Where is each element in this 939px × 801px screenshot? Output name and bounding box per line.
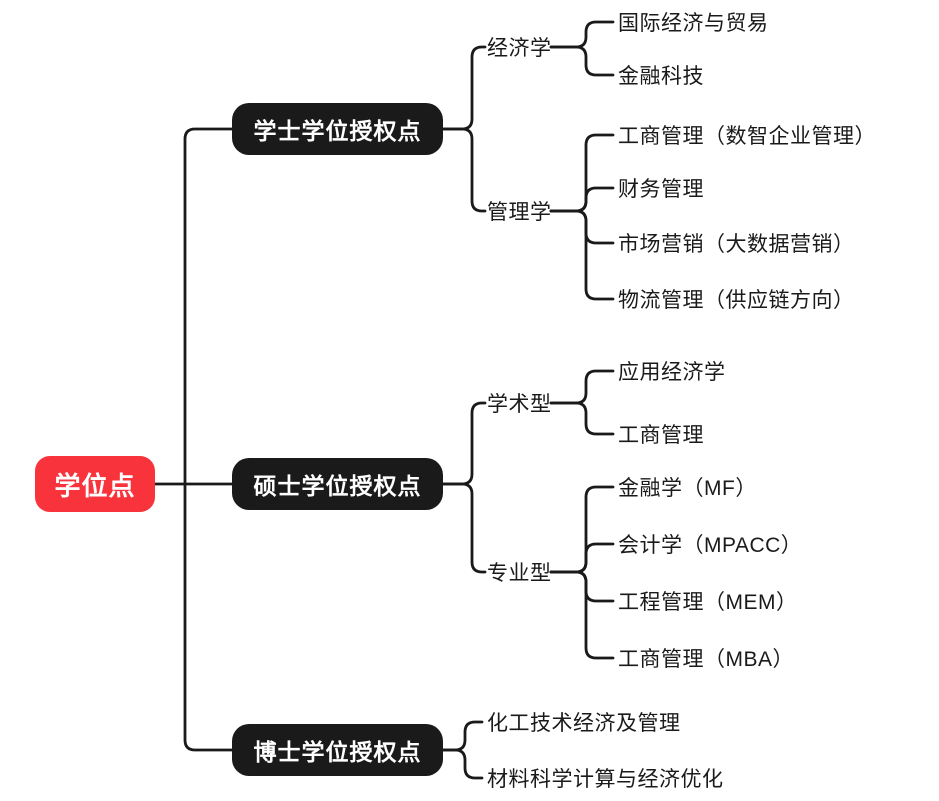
connector <box>441 482 487 574</box>
connector <box>549 570 615 603</box>
branch-node-bachelor: 学士学位授权点 <box>232 103 443 155</box>
leaf-node: 应用经济学 <box>618 361 726 384</box>
connector <box>441 401 487 486</box>
connector <box>549 369 615 405</box>
connector <box>441 720 484 752</box>
leaf-node: 工商管理（MBA） <box>618 648 795 671</box>
connector <box>183 482 234 752</box>
leaf-node: 财务管理 <box>618 178 704 201</box>
connector <box>549 209 615 245</box>
connector <box>549 186 615 213</box>
connector <box>549 45 615 77</box>
group-node-management: 管理学 <box>487 201 552 224</box>
connector <box>441 45 487 131</box>
leaf-node: 工商管理 <box>618 424 704 447</box>
root-node: 学位点 <box>35 456 155 512</box>
connector <box>549 133 615 213</box>
leaf-node: 市场营销（大数据营销） <box>618 233 855 256</box>
leaf-node: 工程管理（MEM） <box>618 591 798 614</box>
leaf-node: 材料科学计算与经济优化 <box>487 768 724 791</box>
connector <box>441 748 484 780</box>
leaf-node: 金融科技 <box>618 65 704 88</box>
branch-node-doctor: 博士学位授权点 <box>232 724 443 776</box>
leaf-node: 金融学（MF） <box>618 477 757 500</box>
connector <box>183 127 234 486</box>
branch-node-master: 硕士学位授权点 <box>232 458 443 510</box>
connector <box>549 20 615 49</box>
connector <box>549 401 615 436</box>
leaf-node: 化工技术经济及管理 <box>487 712 681 735</box>
connector <box>549 570 615 660</box>
connector <box>441 127 487 213</box>
group-node-economics: 经济学 <box>487 37 552 60</box>
leaf-node: 会计学（MPACC） <box>618 534 803 557</box>
leaf-node: 国际经济与贸易 <box>618 12 769 35</box>
connector <box>549 485 615 574</box>
group-node-academic: 学术型 <box>487 393 552 416</box>
leaf-node: 工商管理（数智企业管理） <box>618 125 876 148</box>
connector <box>549 209 615 301</box>
leaf-node: 物流管理（供应链方向） <box>618 289 855 312</box>
connector <box>549 542 615 574</box>
group-node-professional: 专业型 <box>487 562 552 585</box>
